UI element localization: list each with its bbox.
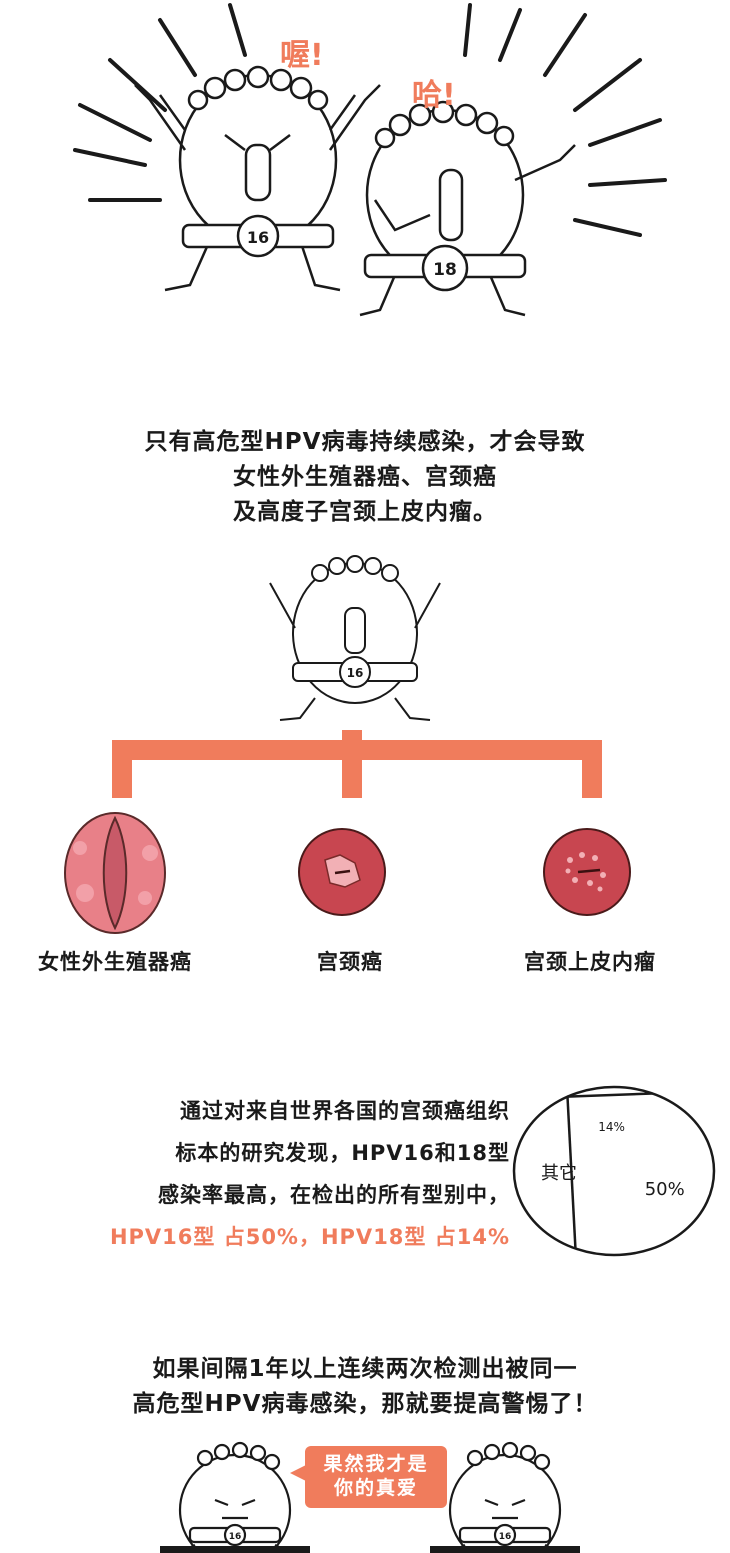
- left-badge-number: 16: [247, 228, 269, 247]
- branch-label-cin: 宫颈上皮内瘤: [524, 950, 656, 974]
- branch-illustration-cervix: [295, 825, 390, 920]
- bubble-line-2: 你的真爱: [333, 1477, 418, 1499]
- stats-line-1: 通过对来自世界各国的宫颈癌组织: [180, 1099, 510, 1123]
- branch-label-genital: 女性外生殖器癌: [38, 950, 192, 974]
- branch-illustration-genital: [60, 808, 170, 938]
- warning-line-1: 如果间隔1年以上连续两次检测出被同一: [152, 1356, 578, 1382]
- branch-illustration-cin: [540, 825, 635, 920]
- warning-text: 如果间隔1年以上连续两次检测出被同一 高危型HPV病毒感染，那就要提高警惕了！: [0, 1352, 730, 1422]
- right-badge-number: 18: [433, 260, 457, 280]
- pie-divider-1: [567, 1092, 653, 1098]
- bottom-left-badge-number: 16: [229, 1532, 242, 1542]
- warning-line-2: 高危型HPV病毒感染，那就要提高警惕了！: [132, 1391, 598, 1417]
- cheer-viruses-drawing: 16 18: [73, 3, 667, 317]
- pie-label-0: 14%: [598, 1120, 625, 1134]
- root-badge-number: 16: [347, 666, 364, 680]
- tree-connector: [0, 730, 730, 800]
- speech-bubble: 果然我才是 你的真爱: [305, 1446, 447, 1508]
- pie-divider-2: [566, 1096, 577, 1249]
- intro-line-3: 及高度子宫颈上皮内瘤。: [233, 499, 497, 525]
- bottom-illustration: 16 16: [0, 1440, 730, 1553]
- hpv16-root-illustration: 16: [255, 548, 455, 728]
- intro-line-1: 只有高危型HPV病毒持续感染，才会导致: [144, 429, 586, 455]
- stats-text: 通过对来自世界各国的宫颈癌组织 标本的研究发现，HPV16和18型 感染率最高，…: [20, 1090, 510, 1258]
- speech-bubble-tail: [290, 1465, 306, 1481]
- bubble-line-1: 果然我才是: [323, 1453, 429, 1475]
- branch-label-cervix: 宫颈癌: [317, 950, 383, 974]
- exclaim-right: 哈!: [412, 78, 456, 113]
- exclaim-left: 喔!: [280, 38, 324, 73]
- pie-outline: [512, 1085, 716, 1257]
- stats-line-3: 感染率最高，在检出的所有型别中，: [158, 1183, 510, 1207]
- intro-line-2: 女性外生殖器癌、宫颈癌: [233, 464, 497, 490]
- pie-label-2: 其它: [541, 1163, 577, 1184]
- intro-text: 只有高危型HPV病毒持续感染，才会导致 女性外生殖器癌、宫颈癌 及高度子宫颈上皮…: [0, 425, 730, 530]
- bottom-right-badge-number: 16: [499, 1532, 512, 1542]
- top-illustration: 16 18: [0, 0, 730, 350]
- stats-highlight: HPV16型 占50%，HPV18型 占14%: [109, 1225, 510, 1249]
- stats-line-2: 标本的研究发现，HPV16和18型: [175, 1141, 510, 1165]
- pie-chart: 14% 50% 其它: [508, 1082, 720, 1260]
- pie-label-1: 50%: [645, 1179, 685, 1200]
